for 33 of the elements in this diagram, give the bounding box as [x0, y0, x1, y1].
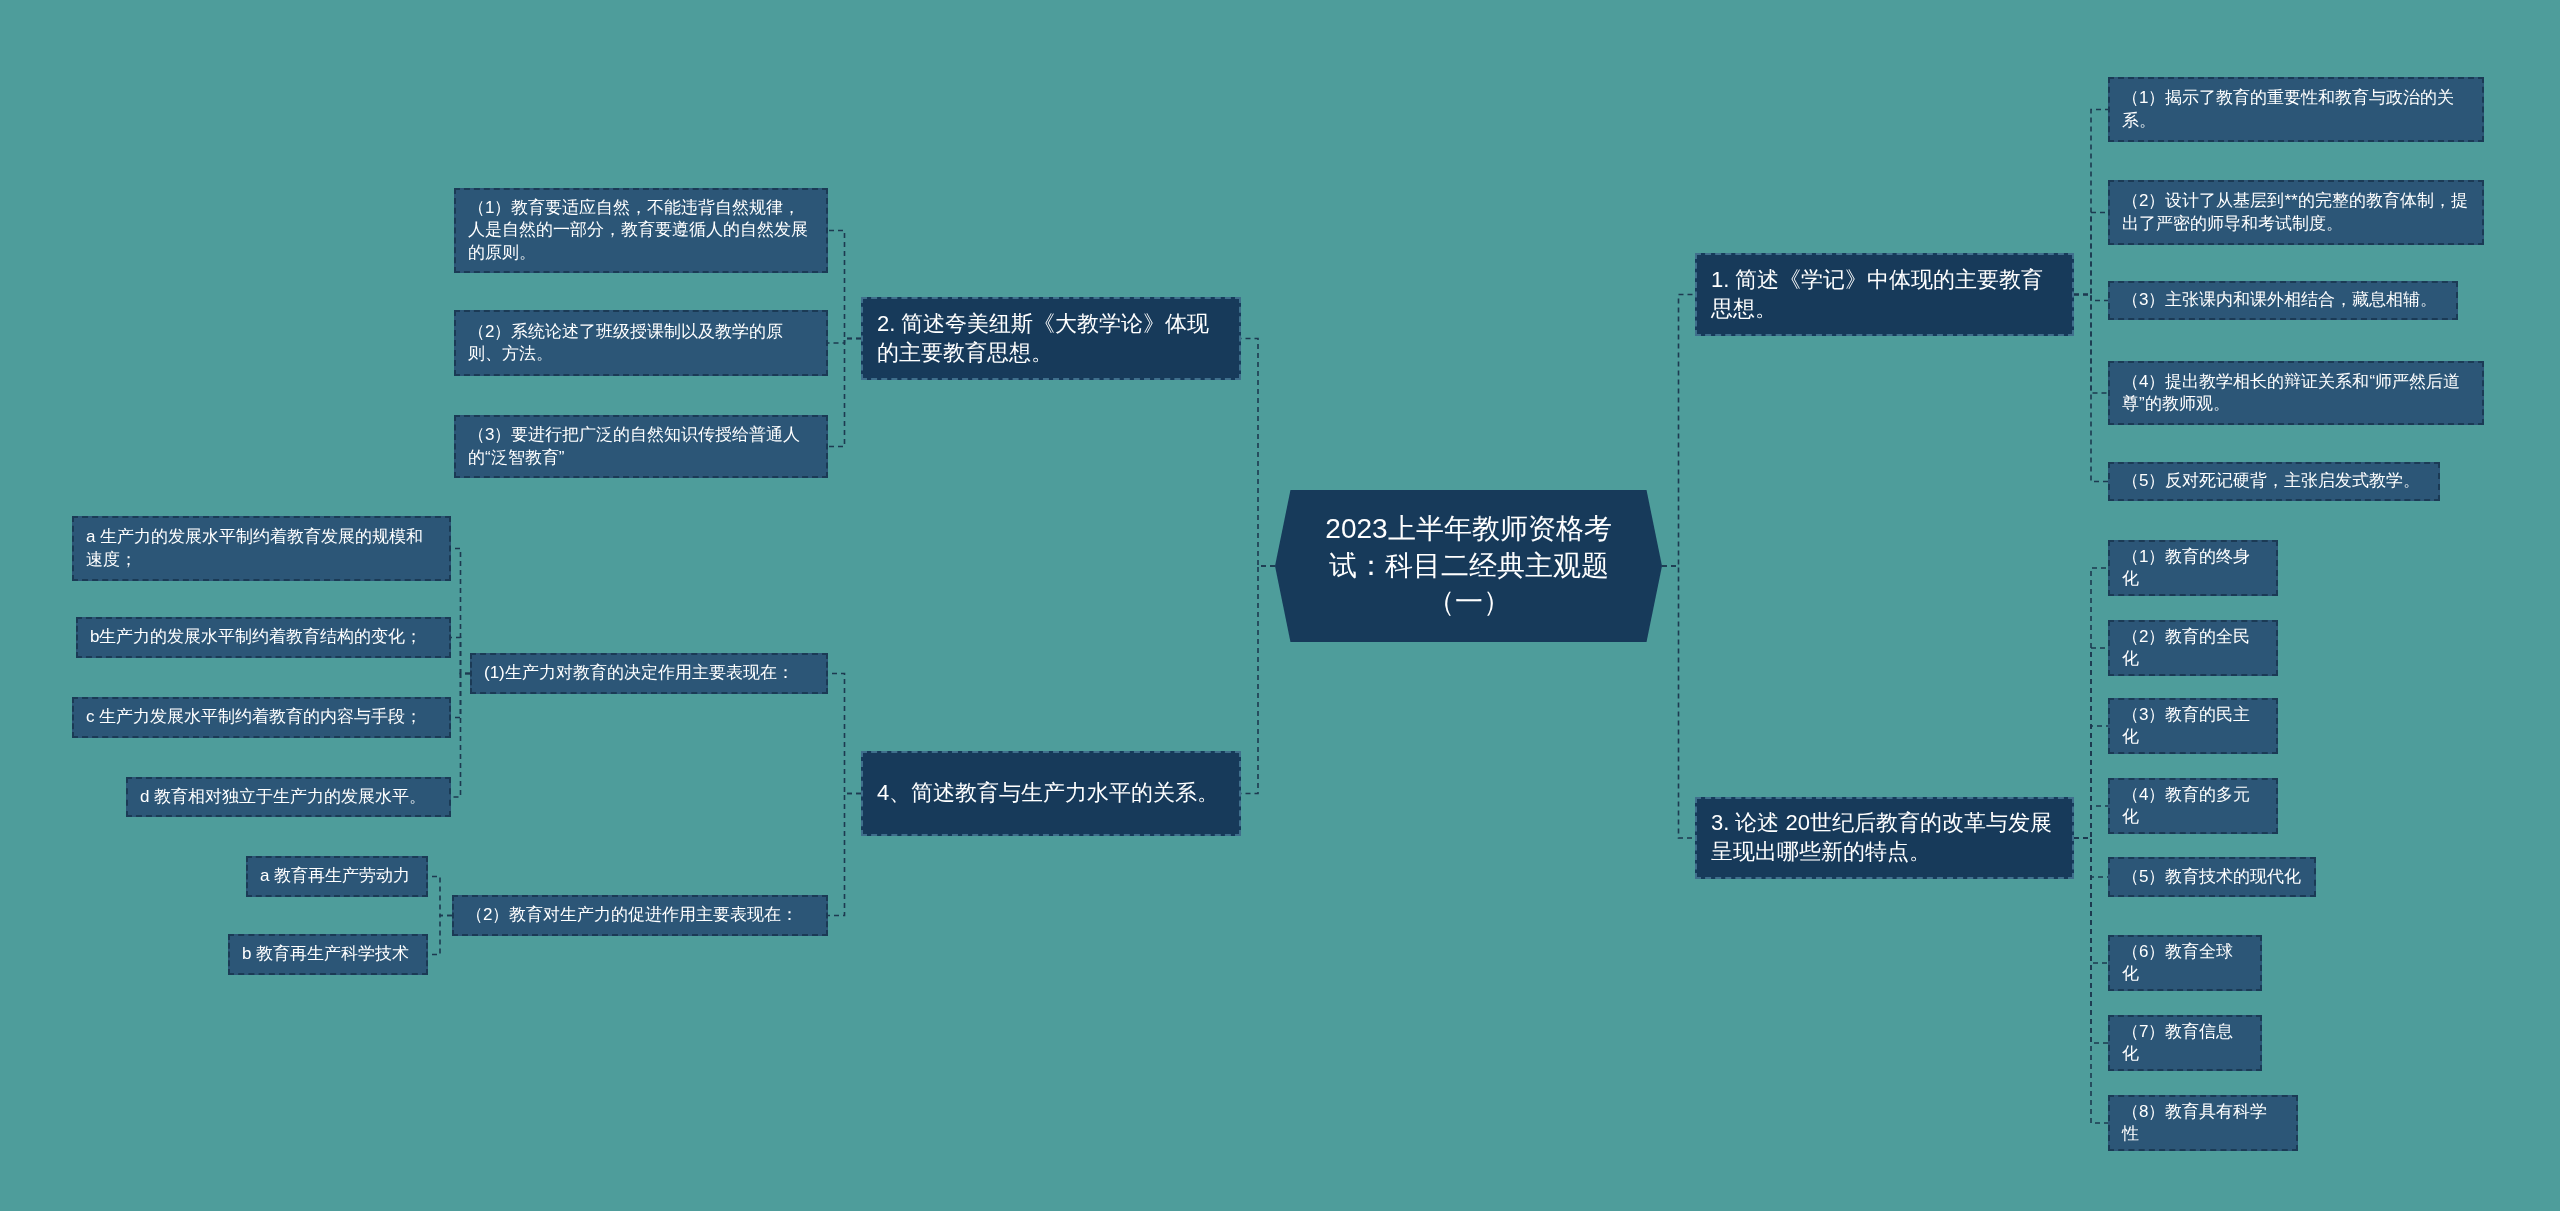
- subtopic-box: （8）教育具有科学性: [2108, 1095, 2298, 1152]
- subtopic-box: （3）教育的民主化: [2108, 698, 2278, 755]
- subtopic-box: （2）教育的全民化: [2108, 620, 2278, 677]
- subtopic-box: b 教育再生产科学技术: [228, 934, 428, 975]
- subtopic-box: （1）教育要适应自然，不能违背自然规律，人是自然的一部分，教育要遵循人的自然发展的原则。: [454, 188, 828, 273]
- topic-box: 4、简述教育与生产力水平的关系。: [861, 751, 1241, 836]
- connector-line: [2073, 837, 2109, 1124]
- subtopic-box: （2）设计了从基层到**的完整的教育体制，提出了严密的师导和考试制度。: [2108, 180, 2484, 245]
- subtopic-box: （7）教育信息化: [2108, 1015, 2262, 1072]
- subtopic-box: （3）主张课内和课外相结合，藏息相辅。: [2108, 281, 2458, 320]
- subtopic-box: （2）系统论述了班级授课制以及教学的原则、方法。: [454, 310, 828, 376]
- subtopic-box: （1）揭示了教育的重要性和教育与政治的关系。: [2108, 77, 2484, 142]
- subtopic-box: （3）要进行把广泛的自然知识传授给普通人的“泛智教育”: [454, 415, 828, 478]
- topic-box: 2. 简述夸美纽斯《大教学论》体现的主要教育思想。: [861, 297, 1241, 380]
- connector-line: [827, 337, 862, 448]
- subtopic-box: （4）提出教学相长的辩证关系和“师严然后道尊”的教师观。: [2108, 361, 2484, 425]
- central-topic: 2023上半年教师资格考试：科目二经典主观题（一）: [1275, 490, 1662, 642]
- topic-box: 3. 论述 20世纪后教育的改革与发展呈现出哪些新的特点。: [1695, 797, 2074, 879]
- subtopic-box: （6）教育全球化: [2108, 935, 2262, 992]
- subtopic-box: d 教育相对独立于生产力的发展水平。: [126, 777, 451, 817]
- connector-line: [827, 792, 862, 917]
- subtopic-box: a 生产力的发展水平制约着教育发展的规模和速度；: [72, 516, 451, 581]
- subtopic-box: (1)生产力对教育的决定作用主要表现在：: [470, 653, 828, 694]
- subtopic-box: （2）教育对生产力的促进作用主要表现在：: [452, 895, 828, 936]
- subtopic-box: （5）反对死记硬背，主张启发式教学。: [2108, 462, 2440, 501]
- subtopic-box: a 教育再生产劳动力: [246, 856, 428, 897]
- connector-line: [2073, 293, 2109, 483]
- subtopic-box: （5）教育技术的现代化: [2108, 857, 2316, 897]
- subtopic-box: （4）教育的多元化: [2108, 778, 2278, 835]
- subtopic-box: b生产力的发展水平制约着教育结构的变化；: [76, 617, 451, 658]
- subtopic-box: c 生产力发展水平制约着教育的内容与手段；: [72, 697, 451, 738]
- subtopic-box: （1）教育的终身化: [2108, 540, 2278, 597]
- topic-box: 1. 简述《学记》中体现的主要教育思想。: [1695, 253, 2074, 336]
